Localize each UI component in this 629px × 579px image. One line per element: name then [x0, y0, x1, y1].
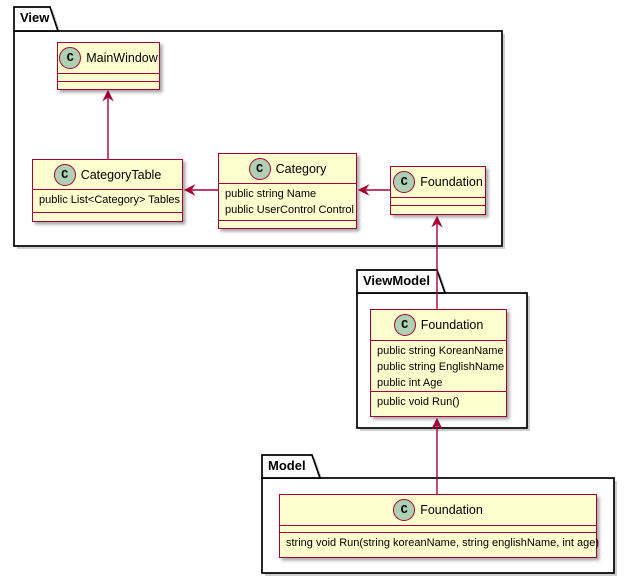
methods-section — [391, 205, 485, 213]
class-name: CategoryTable — [80, 167, 162, 182]
arrow-categorytable-to-mainwindow — [102, 89, 114, 159]
class-name: MainWindow — [86, 51, 158, 65]
class-name: Foundation — [420, 175, 483, 189]
attribute: public List<Category> Tables — [39, 194, 181, 206]
class-foundation-model[interactable]: C Foundation string void Run(string kore… — [279, 494, 600, 558]
methods-section — [58, 81, 159, 89]
arrow-foundationmodel-to-foundationviewmodel — [431, 417, 443, 494]
class-stereotype-icon: C — [53, 163, 76, 186]
attribute: public string EnglishName — [377, 361, 505, 373]
attribute: public UserControl Control — [225, 204, 354, 216]
attribute: public int Age — [377, 377, 443, 389]
methods-section — [33, 212, 182, 220]
class-category[interactable]: C Category public string Name public Use… — [218, 153, 357, 229]
attribute: public string KoreanName — [377, 345, 504, 357]
class-foundation-view[interactable]: C Foundation — [390, 166, 486, 215]
class-stereotype-icon: C — [393, 314, 416, 336]
method: public void Run() — [377, 396, 460, 408]
package-model-label: Model — [268, 458, 306, 473]
methods-section: string void Run(string koreanName, strin… — [280, 532, 600, 556]
class-mainwindow[interactable]: C MainWindow — [57, 42, 160, 90]
methods-section — [219, 220, 356, 227]
attributes-section — [391, 197, 485, 205]
class-stereotype-icon: C — [393, 171, 416, 193]
arrow-foundationview-to-category — [357, 184, 390, 196]
package-view-label: View — [20, 10, 50, 25]
methods-section: public void Run() — [371, 391, 506, 415]
class-foundation-viewmodel[interactable]: C Foundation public string KoreanName pu… — [370, 309, 507, 417]
method: string void Run(string koreanName, strin… — [286, 537, 600, 549]
class-name: Foundation — [420, 503, 483, 517]
arrow-category-to-categorytable — [183, 184, 218, 196]
attributes-section: public List<Category> Tables — [33, 189, 182, 212]
attributes-section: public string Name public UserControl Co… — [219, 183, 356, 220]
attributes-section: public string KoreanName public string E… — [371, 340, 506, 391]
class-stereotype-icon: C — [393, 499, 416, 521]
class-name: Category — [275, 161, 327, 176]
class-stereotype-icon: C — [248, 157, 271, 180]
class-categorytable[interactable]: C CategoryTable public List<Category> Ta… — [32, 159, 183, 222]
class-name: Foundation — [420, 318, 484, 332]
arrow-foundationviewmodel-to-foundationview — [431, 215, 443, 309]
attributes-section — [280, 525, 596, 532]
package-viewmodel-label: ViewModel — [363, 273, 430, 288]
attributes-section — [58, 73, 159, 81]
attribute: public string Name — [225, 188, 317, 200]
class-stereotype-icon: C — [59, 47, 82, 69]
